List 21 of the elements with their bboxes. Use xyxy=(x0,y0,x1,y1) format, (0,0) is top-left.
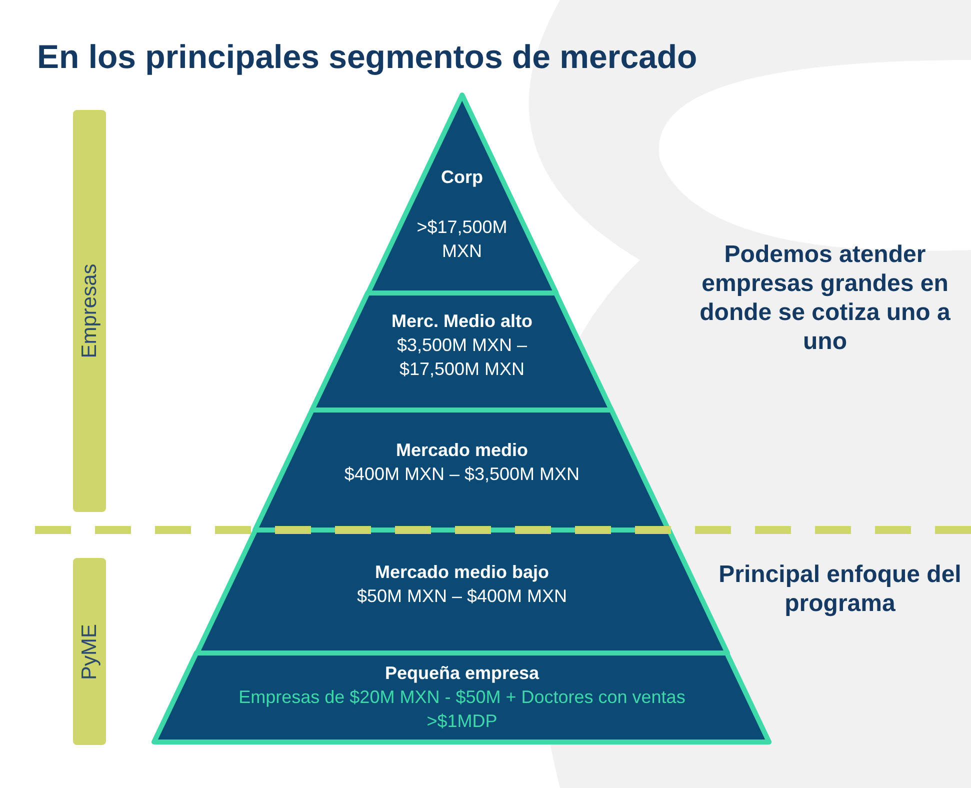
layer-heading: Corp xyxy=(440,166,484,189)
title: En los principales segmentos de mercado xyxy=(37,38,698,76)
layer-heading: Merc. Medio alto xyxy=(390,310,534,333)
segment-bar xyxy=(73,558,106,745)
layer-value: $400M MXN – $3,500M MXN xyxy=(343,463,581,486)
layer-value: $50M MXN – $400M MXN xyxy=(356,585,568,608)
pyramid-layer xyxy=(255,410,669,530)
segment-bar xyxy=(73,110,106,512)
layer-heading: Mercado medio xyxy=(394,439,529,462)
layer-heading: Mercado medio bajo xyxy=(374,561,550,584)
segment-label: PyME xyxy=(78,624,102,680)
layer-value: >$17,500M MXN xyxy=(416,216,508,263)
segment-label: Empresas xyxy=(78,264,102,358)
pyramid-layer xyxy=(154,653,770,742)
layer-value: $3,500M MXN – $17,500M MXN xyxy=(396,334,528,381)
side-note: Podemos atender empresas grandes en donde se cotiza uno a uno xyxy=(698,240,952,356)
layer-heading: Pequeña empresa xyxy=(384,662,540,685)
layer-value: Empresas de $20M MXN - $50M + Doctores con ventas >$1MDP xyxy=(238,686,686,733)
pyramid-layer xyxy=(312,293,612,410)
pyramid-layer xyxy=(368,95,556,293)
side-note: Principal enfoque del programa xyxy=(718,560,962,618)
